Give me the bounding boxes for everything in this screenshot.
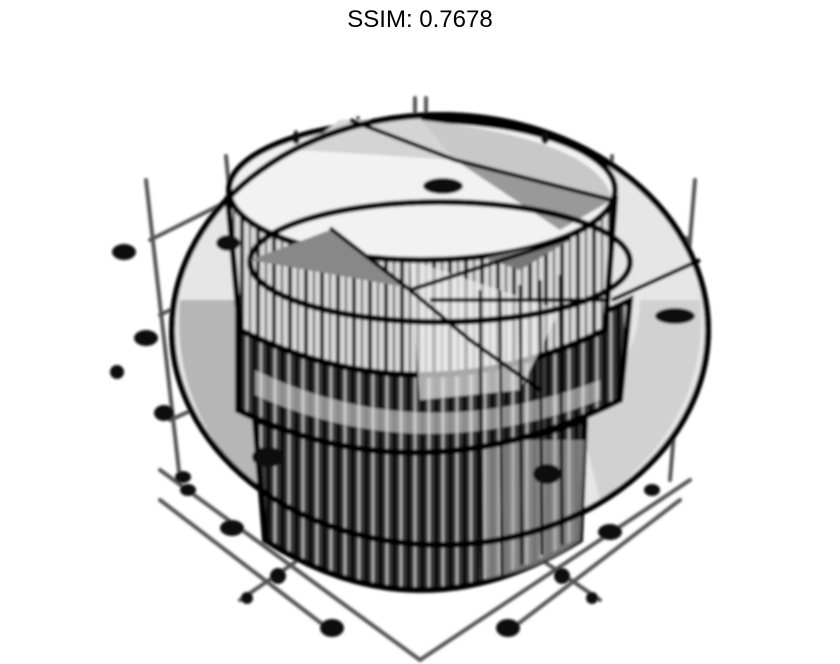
tick-blobs — [110, 132, 695, 637]
render-3d-scene — [110, 96, 711, 662]
figure-title: SSIM: 0.7678 — [347, 6, 493, 33]
inner-rim — [247, 199, 633, 325]
